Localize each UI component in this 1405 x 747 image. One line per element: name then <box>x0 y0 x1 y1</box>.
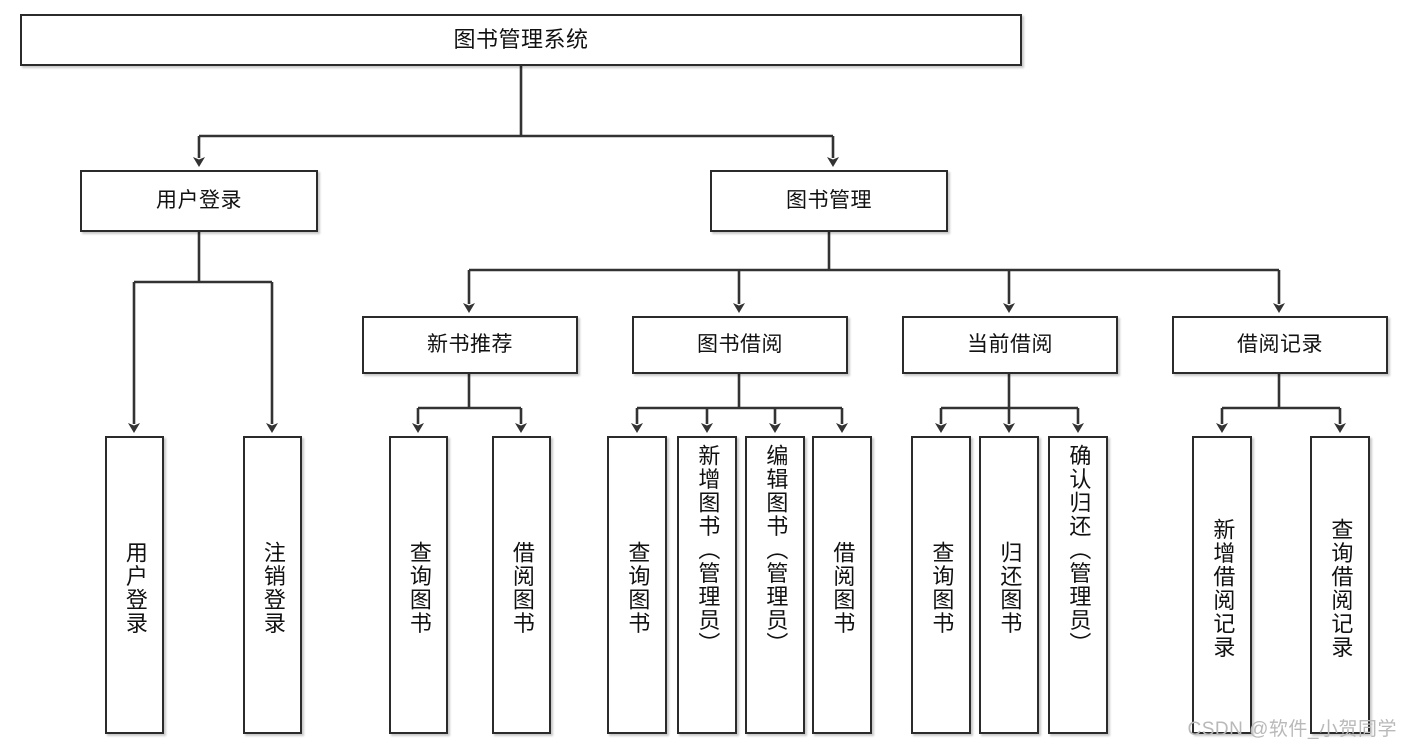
node-leaf-borrow-book-1-label: 借阅图书 <box>509 541 535 635</box>
node-book-borrow[interactable]: 图书借阅 <box>632 316 848 374</box>
node-leaf-query-book-2-label: 查询图书 <box>625 541 651 635</box>
node-leaf-query-book-1-label: 查询图书 <box>406 541 432 635</box>
node-leaf-edit-book-label: 编辑图书（管理员） <box>763 444 789 656</box>
node-leaf-query-record-label: 查询借阅记录 <box>1328 517 1354 659</box>
node-leaf-borrow-book-2[interactable]: 借阅图书 <box>812 436 872 734</box>
node-leaf-add-book[interactable]: 新增图书（管理员） <box>677 436 737 734</box>
node-leaf-confirm-return[interactable]: 确认归还（管理员） <box>1048 436 1108 734</box>
node-current-borrow[interactable]: 当前借阅 <box>902 316 1118 374</box>
node-leaf-return-book-label: 归还图书 <box>997 541 1023 635</box>
node-leaf-logout[interactable]: 注销登录 <box>243 436 302 734</box>
node-root[interactable]: 图书管理系统 <box>20 14 1022 66</box>
node-leaf-add-record[interactable]: 新增借阅记录 <box>1192 436 1252 734</box>
node-book-borrow-label: 图书借阅 <box>697 332 783 356</box>
node-leaf-user-login[interactable]: 用户登录 <box>105 436 164 734</box>
node-borrow-record[interactable]: 借阅记录 <box>1172 316 1388 374</box>
node-leaf-edit-book[interactable]: 编辑图书（管理员） <box>745 436 805 734</box>
watermark: CSDN @软件_小贺同学 <box>1187 719 1397 740</box>
node-new-book-recommend[interactable]: 新书推荐 <box>362 316 578 374</box>
node-user-login[interactable]: 用户登录 <box>80 170 318 232</box>
node-leaf-query-record[interactable]: 查询借阅记录 <box>1310 436 1370 734</box>
node-leaf-add-book-label: 新增图书（管理员） <box>695 444 721 656</box>
node-leaf-query-book-3[interactable]: 查询图书 <box>911 436 971 734</box>
node-book-management-label: 图书管理 <box>786 188 872 212</box>
node-borrow-record-label: 借阅记录 <box>1237 332 1323 356</box>
node-leaf-confirm-return-label: 确认归还（管理员） <box>1066 444 1092 656</box>
node-leaf-borrow-book-2-label: 借阅图书 <box>830 541 856 635</box>
node-leaf-user-login-label: 用户登录 <box>122 541 148 635</box>
node-leaf-query-book-1[interactable]: 查询图书 <box>389 436 448 734</box>
node-leaf-query-book-2[interactable]: 查询图书 <box>607 436 667 734</box>
node-book-management[interactable]: 图书管理 <box>710 170 948 232</box>
node-new-book-recommend-label: 新书推荐 <box>427 332 513 356</box>
node-current-borrow-label: 当前借阅 <box>967 332 1053 356</box>
node-root-label: 图书管理系统 <box>453 27 589 53</box>
node-leaf-query-book-3-label: 查询图书 <box>929 541 955 635</box>
node-leaf-add-record-label: 新增借阅记录 <box>1210 517 1236 659</box>
node-leaf-logout-label: 注销登录 <box>260 541 286 635</box>
node-leaf-borrow-book-1[interactable]: 借阅图书 <box>492 436 551 734</box>
node-leaf-return-book[interactable]: 归还图书 <box>979 436 1039 734</box>
node-user-login-label: 用户登录 <box>156 188 242 212</box>
